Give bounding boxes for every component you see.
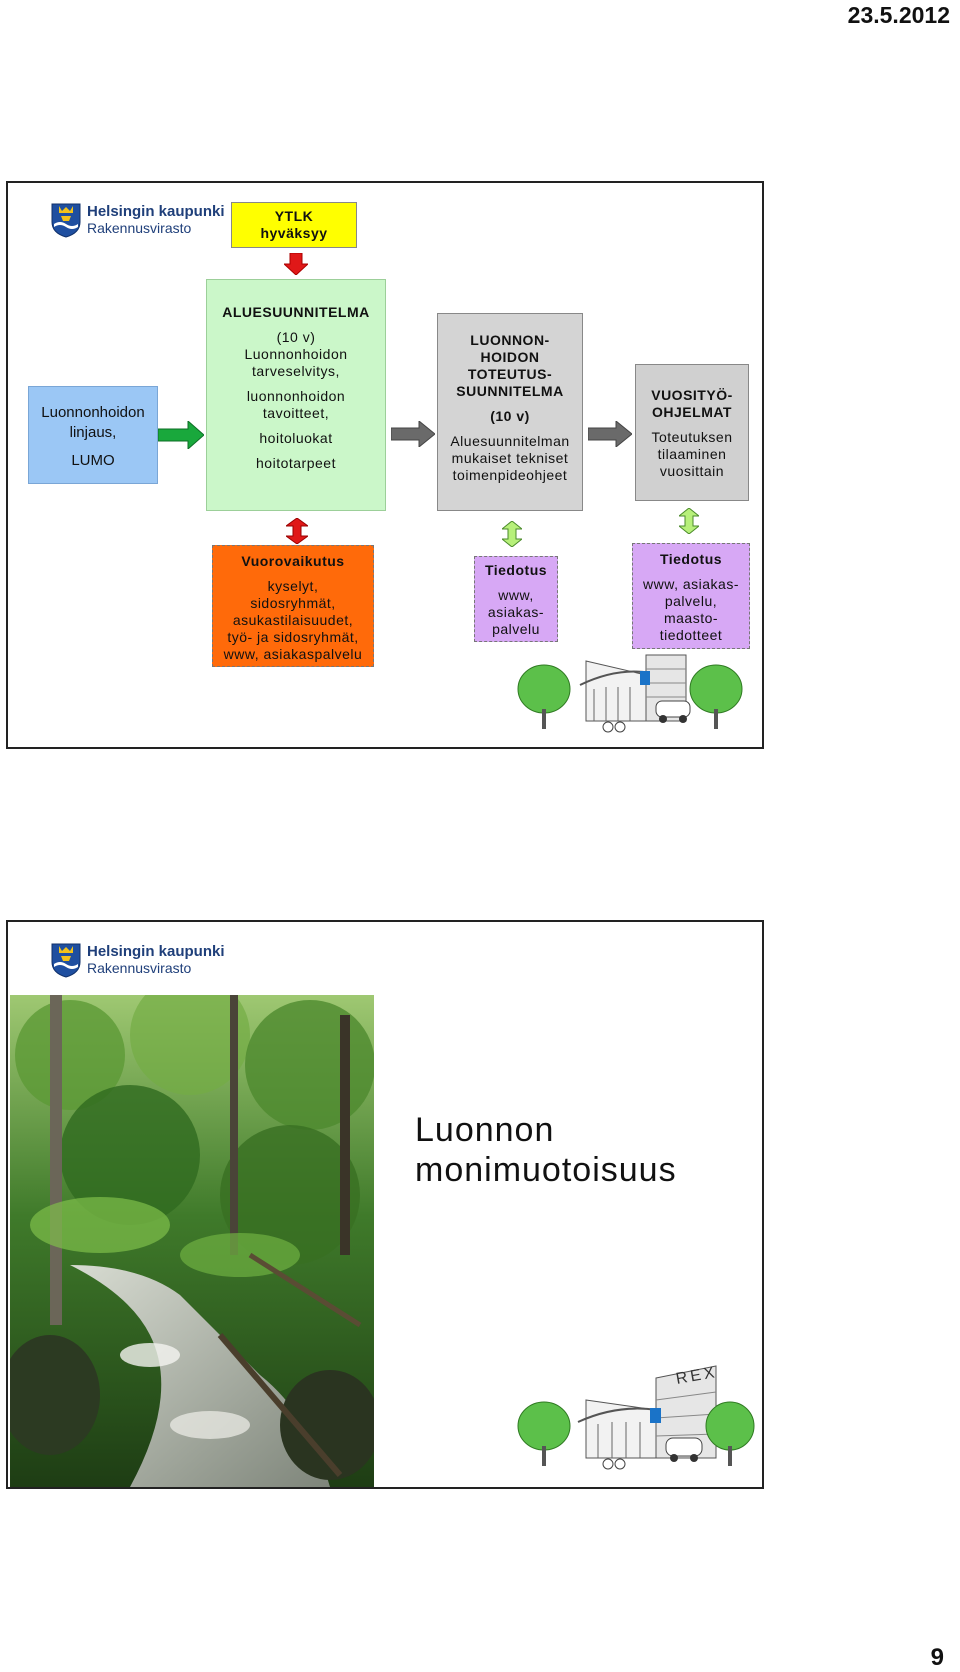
helsinki-crest-icon [51, 203, 81, 238]
vuosityoohjelmat-box: VUOSITYÖ- OHJELMAT Toteutuksen tilaamine… [635, 364, 749, 501]
tiedotus1-line3: palvelu [492, 621, 540, 637]
alue-line1: Luonnonhoidon [244, 346, 348, 362]
vuoro-line1: kyselyt, [267, 578, 319, 594]
lumo-box: Luonnonhoidon linjaus, LUMO [28, 386, 158, 484]
arrow-updown-green-icon-2 [679, 508, 699, 534]
city-logo-2: Helsingin kaupunki Rakennusvirasto [51, 942, 225, 978]
building-illustration [517, 654, 743, 733]
slide-title-line2: monimuotoisuus [415, 1151, 677, 1189]
toteutus-line3: toimenpideohjeet [452, 467, 568, 483]
arrow-right-green-icon [158, 421, 204, 449]
page-date: 23.5.2012 [847, 2, 950, 28]
slide-title-line1: Luonnon [415, 1111, 555, 1149]
arrow-updown-red-icon [286, 518, 308, 544]
vuoro-line2: sidosryhmät, [250, 595, 336, 611]
arrow-down-red-icon [284, 253, 308, 275]
tiedotus2-line3: maasto- [663, 610, 719, 626]
toteutus-title2: HOIDON [480, 349, 540, 365]
vuoro-line5: www, asiakaspalvelu [223, 646, 363, 662]
alue-line2: tarveselvitys, [252, 363, 340, 379]
arrow-updown-green-icon [502, 521, 522, 547]
alue-title: ALUESUUNNITELMA [222, 304, 370, 320]
tiedotus-box-2: Tiedotus www, asiakas- palvelu, maasto- … [632, 543, 750, 649]
arrow-right-gray-icon [391, 421, 435, 447]
alue-line3: luonnonhoidon [246, 388, 346, 404]
tiedotus1-title: Tiedotus [484, 562, 548, 578]
vuosi-title1: VUOSITYÖ- [651, 387, 733, 403]
tiedotus2-line2: palvelu, [664, 593, 718, 609]
vuoro-line3: asukastilaisuudet, [232, 612, 354, 628]
toteutus-title3: TOTEUTUS- [467, 366, 553, 382]
toteutus-title1: LUONNON- [470, 332, 550, 348]
toteutus-line1: Aluesuunnitelman [450, 433, 570, 449]
tiedotus1-line2: asiakas- [487, 604, 545, 620]
lumo-line2: linjaus, [69, 424, 117, 441]
page-number: 9 [930, 1644, 944, 1671]
vuosi-line1: Toteutuksen [651, 429, 733, 445]
logo-line2: Rakennusvirasto [87, 220, 192, 236]
toteutus-title4: SUUNNITELMA [456, 383, 564, 399]
alue-line6: hoitotarpeet [256, 455, 336, 471]
ytlk-line2: hyväksyy [260, 225, 328, 241]
vuosi-title2: OHJELMAT [652, 404, 732, 420]
logo-line1: Helsingin kaupunki [87, 203, 225, 220]
lumo-line3: LUMO [71, 452, 115, 469]
building-illustration-rex: REX [517, 1364, 755, 1470]
vuosi-line2: tilaaminen [657, 446, 727, 462]
tiedotus-box-1: Tiedotus www, asiakas- palvelu [474, 556, 558, 642]
vuoro-line4: työ- ja sidosryhmät, [227, 629, 359, 645]
vuoro-title: Vuorovaikutus [241, 553, 345, 569]
arrow-right-gray-icon-2 [588, 421, 632, 447]
ytlk-box: YTLK hyväksyy [231, 202, 357, 248]
tiedotus2-line4: tiedotteet [659, 627, 723, 643]
ytlk-line1: YTLK [274, 208, 314, 224]
alue-line4: tavoitteet, [262, 405, 330, 421]
toteutus-line2: mukaiset tekniset [451, 450, 569, 466]
tiedotus2-title: Tiedotus [659, 551, 723, 567]
slide-2: Helsingin kaupunki Rakennusvirasto [6, 920, 764, 1489]
logo-line1: Helsingin kaupunki [87, 943, 225, 960]
lumo-line1: Luonnonhoidon [41, 404, 145, 421]
alue-line5: hoitoluokat [259, 430, 333, 446]
slide-1: Helsingin kaupunki Rakennusvirasto YTLK … [6, 181, 764, 749]
tiedotus1-line1: www, [498, 587, 534, 603]
helsinki-crest-icon [51, 943, 81, 978]
city-logo: Helsingin kaupunki Rakennusvirasto [51, 202, 225, 238]
aluesuunnitelma-box: ALUESUUNNITELMA (10 v) Luonnonhoidon tar… [206, 279, 386, 511]
slide-title: Luonnon monimuotoisuus [415, 1110, 677, 1190]
toteutus-period: (10 v) [490, 408, 530, 424]
tiedotus2-line1: www, asiakas- [643, 576, 739, 592]
vuosi-line3: vuosittain [659, 463, 725, 479]
vuorovaikutus-box: Vuorovaikutus kyselyt, sidosryhmät, asuk… [212, 545, 374, 667]
logo-line2: Rakennusvirasto [87, 960, 192, 976]
alue-period: (10 v) [276, 329, 316, 345]
toteutussuunnitelma-box: LUONNON- HOIDON TOTEUTUS- SUUNNITELMA (1… [437, 313, 583, 511]
forest-stream-photo [10, 995, 374, 1487]
